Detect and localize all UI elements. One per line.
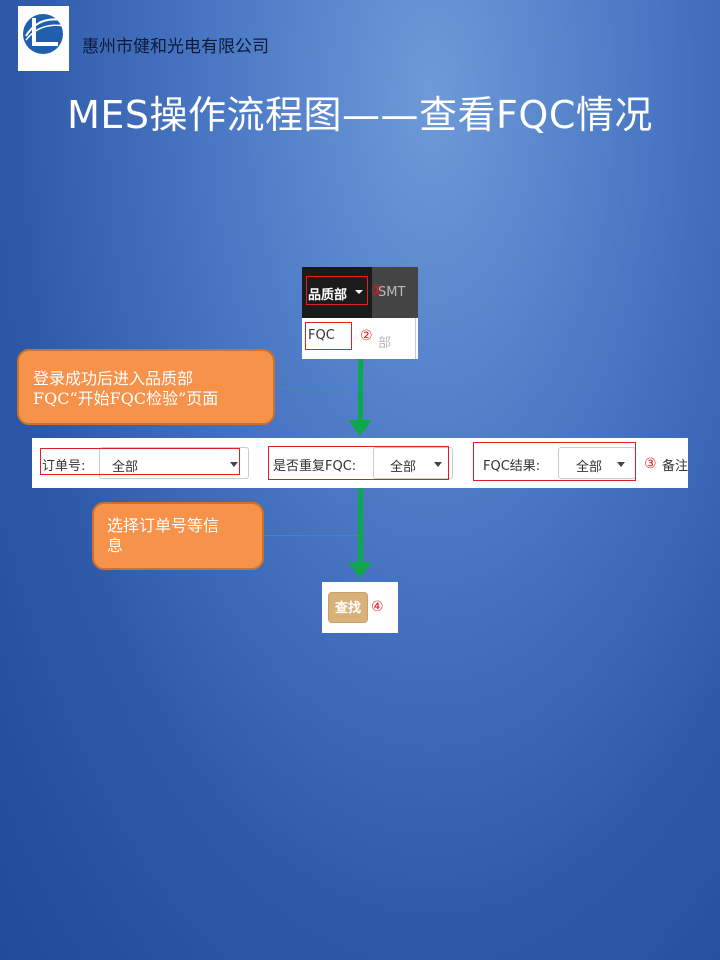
step-marker-4: ④	[371, 599, 384, 615]
page-title: MES操作流程图——查看FQC情况	[67, 93, 653, 137]
callout-connector	[262, 535, 358, 536]
menu-quality-dept[interactable]: 品质部	[308, 288, 348, 303]
step-marker-2: ②	[360, 328, 373, 344]
highlight-box	[268, 446, 449, 480]
highlight-box	[40, 448, 240, 475]
repeat-fqc-select[interactable]: 全部	[373, 447, 453, 479]
order-select-value: 全部	[112, 460, 139, 475]
highlight-box	[305, 322, 352, 350]
company-logo	[18, 6, 69, 71]
logo-icon	[23, 14, 65, 54]
fqc-result-label: FQC结果:	[483, 459, 541, 474]
divider	[415, 318, 416, 359]
step-marker-1: ①	[371, 283, 384, 299]
callout-select: 选择订单号等信 息	[92, 502, 264, 570]
menu-screenshot: 品质部 SMT部 ① FQC ②	[302, 267, 418, 359]
filter-bar: 订单号: 全部 是否重复FQC: 全部 FQC结果: 全部 ③ 备注	[32, 438, 688, 488]
highlight-box	[473, 442, 636, 481]
dropdown-arrow-icon	[434, 462, 442, 467]
highlight-box	[306, 276, 368, 305]
nav-bar: 品质部 SMT部 ①	[302, 267, 418, 351]
search-button[interactable]: 查找	[328, 592, 368, 623]
dropdown-arrow-icon	[230, 462, 238, 467]
callout-text-line: FQC“开始FQC检验”页面	[33, 389, 219, 408]
callout-text-line: 选择订单号等信	[107, 516, 220, 535]
order-label: 订单号:	[42, 459, 86, 474]
menu-item-fqc[interactable]: FQC	[308, 328, 335, 343]
remark-label: 备注	[662, 459, 688, 474]
callout-connector	[274, 387, 360, 388]
order-select[interactable]: 全部	[99, 447, 249, 479]
search-screenshot: 查找 ④	[322, 582, 398, 633]
callout-login: 登录成功后进入品质部 FQC“开始FQC检验”页面	[17, 349, 275, 425]
callout-text-line: 息	[107, 536, 124, 555]
callout-text-line: 登录成功后进入品质部	[33, 369, 194, 388]
menu-smt-dept[interactable]: SMT部	[372, 267, 418, 351]
flow-arrow	[358, 359, 363, 421]
company-name: 惠州市健和光电有限公司	[82, 37, 269, 57]
dropdown-arrow-icon	[617, 462, 625, 467]
flow-arrow	[358, 488, 363, 562]
repeat-fqc-select-value: 全部	[390, 460, 417, 475]
arrow-down-icon	[348, 562, 372, 578]
arrow-down-icon	[348, 420, 372, 436]
fqc-result-select[interactable]: 全部	[558, 447, 636, 479]
fqc-result-select-value: 全部	[576, 460, 603, 475]
repeat-fqc-label: 是否重复FQC:	[273, 459, 357, 474]
chevron-down-icon	[355, 290, 363, 294]
step-marker-3: ③	[644, 456, 657, 472]
